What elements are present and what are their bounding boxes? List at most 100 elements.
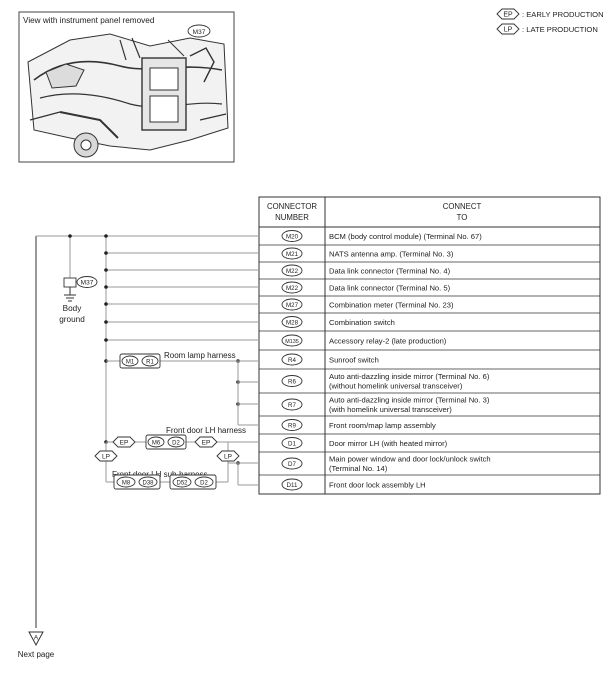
- svg-text:M8: M8: [122, 481, 131, 487]
- table-row: M27 Combination meter (Terminal No. 23): [259, 295, 600, 311]
- svg-text:D2: D2: [172, 441, 180, 447]
- connect-to-text: Combination meter (Terminal No. 23): [329, 300, 454, 309]
- svg-text:M37: M37: [81, 280, 94, 287]
- room-lamp-harness: M1 R1 Room lamp harness: [106, 351, 260, 426]
- dashboard-illustration: [27, 33, 229, 158]
- next-page-reference: A Next page: [18, 631, 55, 659]
- svg-text:EP: EP: [120, 440, 129, 447]
- lp-badge-left: LP: [94, 450, 118, 462]
- svg-text:LP: LP: [102, 454, 110, 461]
- connector-badge: [281, 264, 303, 277]
- connector-id: M28: [286, 319, 299, 326]
- bus-branches: [106, 252, 260, 341]
- room-lamp-connector-pair: M1 R1: [119, 353, 161, 369]
- next-page-label: Next page: [18, 650, 55, 659]
- svg-text:D2: D2: [200, 481, 208, 487]
- table-row: D7 Main power window and door lock/unlock…: [259, 451, 600, 473]
- svg-text:LP: LP: [224, 454, 232, 461]
- connector-badge: [281, 298, 303, 311]
- table-row: R4 Sunroof switch: [259, 349, 600, 366]
- ep-badge-right: EP: [194, 436, 218, 448]
- connector-badge: [281, 478, 303, 491]
- connector-badge: [281, 316, 303, 328]
- connector-badge: [281, 457, 303, 470]
- svg-text:TO: TO: [457, 213, 468, 222]
- svg-text:R1: R1: [146, 360, 154, 366]
- connector-id: M20: [286, 233, 299, 240]
- svg-text:NUMBER: NUMBER: [275, 213, 309, 222]
- body-ground: M37 Body ground: [59, 276, 98, 324]
- sub-harness: Front door LH sub-harness M8 D38 D52 D2: [106, 470, 228, 490]
- connector-badge: [281, 247, 303, 260]
- legend-early: EP : EARLY PRODUCTION: [496, 8, 604, 20]
- sub-harness-label: Front door LH sub-harness: [112, 470, 208, 479]
- connect-to-text: Front door lock assembly LH: [329, 480, 426, 489]
- sub-harness-connector-pair-1: M8 D38: [113, 474, 161, 490]
- table-row: M28 Combination switch: [259, 312, 600, 328]
- table-row: M21 NATS antenna amp. (Terminal No. 3): [259, 244, 600, 260]
- inset-caption: View with instrument panel removed: [23, 16, 155, 25]
- svg-text:CONNECT: CONNECT: [443, 202, 482, 211]
- connector-badge: [281, 353, 303, 366]
- connector-badge: [281, 419, 303, 431]
- connector-id: D11: [287, 482, 298, 489]
- svg-text:M1: M1: [126, 360, 135, 366]
- connect-to-text: Auto anti-dazzling inside mirror (Termin…: [329, 372, 490, 381]
- table-header: CONNECTOR NUMBER CONNECT TO: [267, 202, 482, 222]
- next-page-badge: A: [34, 635, 39, 642]
- connect-to-text: Sunroof switch: [329, 355, 379, 364]
- lp-badge-right: LP: [216, 450, 240, 462]
- connect-to-text: Auto anti-dazzling inside mirror (Termin…: [329, 396, 490, 405]
- room-lamp-harness-label: Room lamp harness: [164, 351, 236, 360]
- connect-to-text: Data link connector (Terminal No. 4): [329, 266, 451, 275]
- connector-id: M21: [286, 251, 299, 258]
- legend-late: LP : LATE PRODUCTION: [496, 23, 598, 35]
- front-door-harness: EP M6 D2 EP Front door LH harness LP LP: [94, 426, 260, 486]
- table-row: D11 Front door lock assembly LH: [259, 474, 600, 491]
- svg-text:EP: EP: [503, 12, 513, 19]
- connector-id: D7: [288, 461, 296, 468]
- connector-id: R4: [288, 357, 296, 364]
- sub-harness-connector-pair-2: D52 D2: [169, 474, 217, 490]
- connector-id: M135: [285, 339, 299, 345]
- connect-to-text: Data link connector (Terminal No. 5): [329, 283, 451, 292]
- connector-badge: [281, 334, 303, 347]
- ground-label-1: Body: [63, 304, 83, 313]
- connect-to-text: Main power window and door lock/unlock s…: [329, 455, 491, 464]
- connect-to-text: NATS antenna amp. (Terminal No. 3): [329, 249, 454, 258]
- connector-id: M27: [286, 302, 299, 309]
- svg-text:LP: LP: [504, 27, 513, 34]
- connector-id: D1: [288, 440, 296, 447]
- connect-to-text: Accessory relay-2 (late production): [329, 336, 447, 345]
- connect-to-text: Front room/map lamp assembly: [329, 421, 436, 430]
- connect-to-text: (Terminal No. 14): [329, 464, 388, 473]
- connector-badge: [281, 437, 303, 449]
- front-door-connector-pair: M6 D2: [145, 434, 187, 450]
- connector-id: R7: [288, 402, 296, 409]
- svg-text:CONNECTOR: CONNECTOR: [267, 202, 317, 211]
- connect-to-text: (without homelink universal transceiver): [329, 382, 463, 391]
- svg-text:D38: D38: [142, 481, 154, 487]
- instrument-panel-inset: View with instrument panel removed M37: [18, 11, 235, 163]
- wiring: M37 Body ground M1 R1 Room lamp harness: [18, 234, 260, 659]
- connector-badge: [281, 281, 303, 294]
- svg-text:M37: M37: [193, 29, 206, 36]
- svg-text:: LATE PRODUCTION: : LATE PRODUCTION: [522, 25, 598, 34]
- table-row: R7 Auto anti-dazzling inside mirror (Term…: [259, 392, 600, 414]
- connector-badge: [281, 230, 303, 242]
- connect-to-text: Combination switch: [329, 318, 395, 327]
- front-door-harness-label: Front door LH harness: [166, 426, 246, 435]
- connector-badge: [281, 398, 303, 411]
- connector-id: R6: [288, 378, 296, 385]
- connector-badge: [281, 375, 303, 387]
- legend: EP : EARLY PRODUCTION LP : LATE PRODUCTI…: [496, 8, 604, 35]
- svg-text:EP: EP: [202, 440, 211, 447]
- table-row: M135 Accessory relay-2 (late production): [259, 330, 600, 347]
